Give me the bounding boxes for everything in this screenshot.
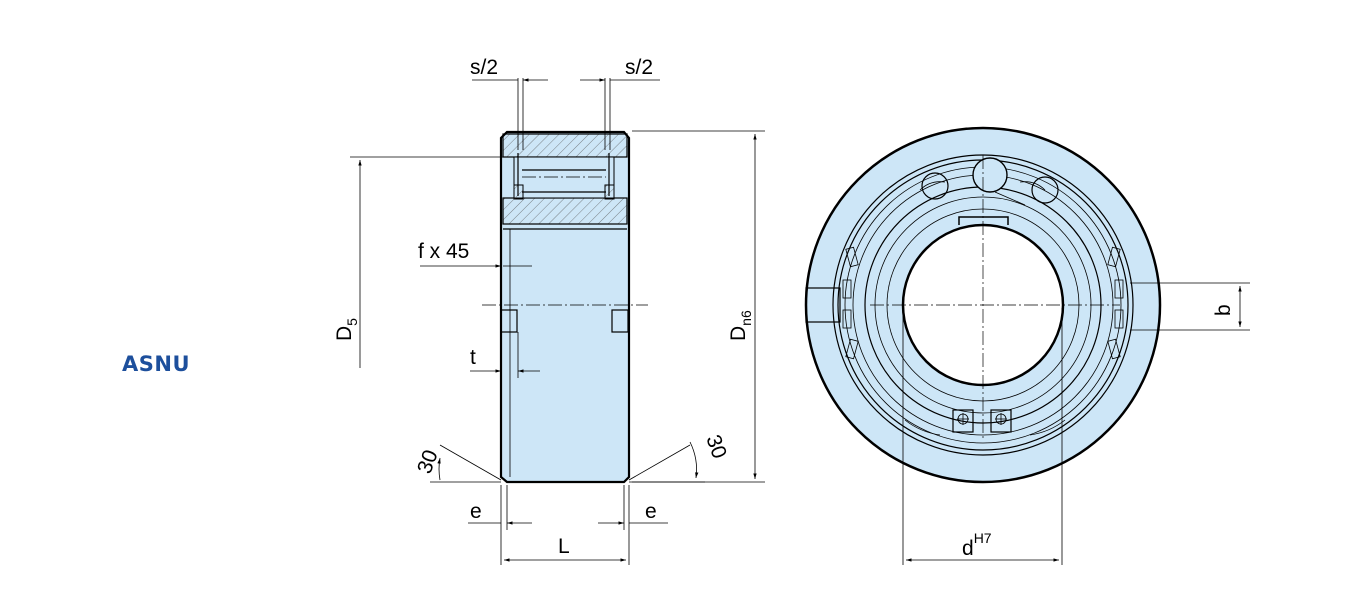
ball [972, 157, 1008, 193]
keyway [958, 216, 1009, 225]
svg-text:30: 30 [413, 447, 443, 477]
svg-text:30: 30 [701, 432, 731, 462]
front-view [804, 126, 1250, 565]
dim-Dn6: Dn6 [727, 310, 754, 341]
dim-D5: D5 [333, 318, 360, 341]
svg-text:Dn6: Dn6 [727, 310, 754, 341]
cage-section [513, 156, 615, 199]
dim-angle-left: 30 [413, 447, 443, 477]
dim-chamfer: f x 45 [418, 240, 469, 263]
dim-angle-right: 30 [701, 432, 731, 462]
dim-e-right: e [645, 500, 657, 523]
dim-L: L [558, 535, 570, 558]
inner-ring-section [502, 197, 628, 225]
roller-marks [842, 181, 1124, 436]
dim-e-left: e [470, 500, 482, 523]
dim-t: t [470, 346, 476, 369]
dim-s-half-right: s/2 [625, 56, 653, 79]
dim-s-half-left: s/2 [470, 56, 498, 79]
svg-text:b: b [1212, 304, 1235, 316]
side-view [350, 78, 765, 565]
product-code-label: ASNU [122, 352, 191, 376]
dim-b: b [1212, 304, 1235, 316]
dim-d: dH7 [962, 530, 992, 560]
svg-text:D5: D5 [333, 318, 360, 341]
